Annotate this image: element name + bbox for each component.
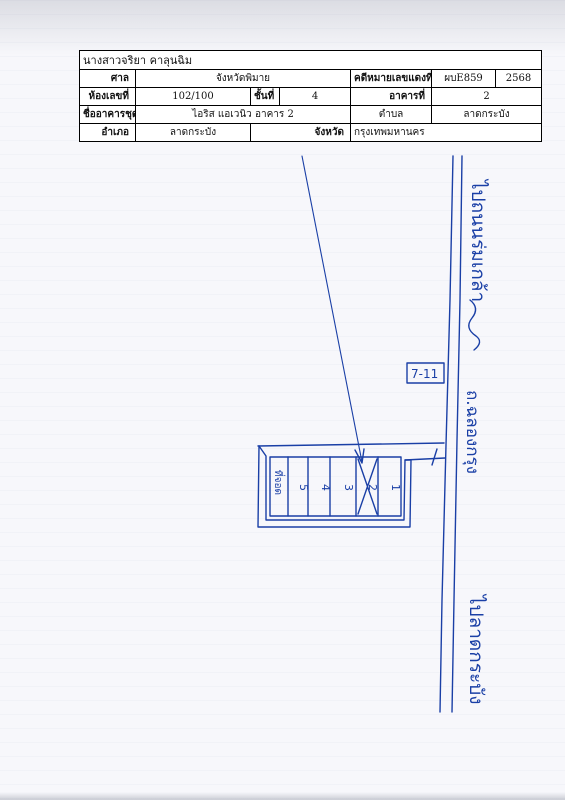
subject-unit-cross: [357, 458, 378, 515]
units-block: [269, 456, 402, 517]
road-bottom-label: ไปลาดกระบัง: [465, 593, 487, 705]
court-row: ศาล จังหวัดพิมาย คดีหมายเลขแดงที่ ผบE859…: [79, 69, 542, 88]
unit-number-3: 3: [342, 484, 355, 491]
province-value: กรุงเทพมหานคร: [350, 123, 542, 142]
district-row: อำเภอ ลาดกระบัง จังหวัด กรุงเทพมหานคร: [79, 123, 542, 142]
property-info-table: นางสาวจริยา คาลุนฉิม ศาล จังหวัดพิมาย คด…: [79, 50, 542, 142]
unit-number-2: 2: [366, 484, 379, 491]
soi-road-bottom: [404, 457, 446, 461]
main-road-left-edge: [439, 155, 454, 713]
unit-number-1: 1: [389, 484, 402, 491]
road-squiggle: [468, 299, 481, 351]
soi-entrance-mark: [431, 448, 438, 466]
building-outline: [257, 445, 412, 528]
road-top-label: ไปถนนร่มเกล้า: [467, 178, 489, 302]
store-box: [406, 362, 445, 384]
unit-number-4: 4: [319, 484, 332, 491]
store-label: 7-11: [411, 367, 438, 381]
arrow-head: [354, 448, 365, 464]
soi-label: ถ.ฉลองกรุง: [462, 390, 482, 474]
condo-row: ชื่ออาคารชุด ไอริส แอเวนิว อาคาร 2 ตำบล …: [79, 105, 542, 124]
district-value: ลาดกระบัง: [135, 123, 251, 142]
scan-shadow-top: [0, 0, 565, 55]
unit-number-5: 5: [297, 484, 310, 491]
soi-road-top: [257, 442, 445, 447]
scan-shadow-bottom: [0, 792, 565, 800]
parking-label: ที่จอด: [272, 470, 286, 495]
leader-line: [301, 155, 363, 463]
main-road-right-edge: [451, 155, 463, 713]
